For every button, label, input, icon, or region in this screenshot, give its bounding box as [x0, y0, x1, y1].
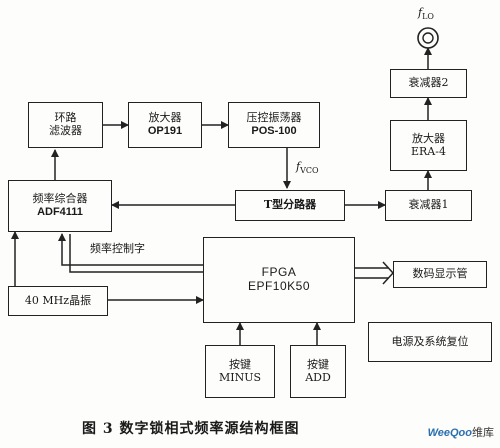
loop-filter-block: 环路 滤波器: [28, 102, 103, 148]
wire-fpga-ctrl-b: [69, 234, 203, 273]
f-lo-subscript: LO: [422, 12, 434, 22]
key-add-name: ADD: [305, 370, 331, 384]
amplifier-op191-model: OP191: [147, 125, 183, 137]
watermark-brand: WeeQoo: [427, 427, 472, 439]
f-lo-symbol: f: [418, 6, 423, 19]
attenuator-1-block: 衰减器1: [385, 190, 472, 221]
frequency-synthesizer-block: 频率综合器 ADF4111: [8, 180, 112, 232]
amplifier-op191-block: 放大器 OP191: [128, 102, 202, 148]
f-vco-label: fVCO: [296, 160, 319, 175]
vco-model: POS-100: [251, 125, 297, 137]
amplifier-op191-label: 放大器: [148, 111, 182, 125]
key-minus-label: 按键: [229, 357, 251, 371]
frequency-control-word-label: 频率控制字: [90, 242, 145, 255]
loop-filter-label: 环路: [54, 111, 77, 125]
power-reset-block: 电源及系统复位: [368, 322, 492, 362]
key-minus-name: MINUS: [218, 370, 262, 384]
amplifier-era4-label: 放大器: [412, 131, 445, 145]
loop-filter-label-2: 滤波器: [49, 124, 82, 137]
key-minus-block: 按键 MINUS: [205, 345, 275, 398]
synthesizer-model: ADF4111: [37, 206, 83, 218]
amplifier-era4-model: ERA-4: [411, 144, 446, 158]
amplifier-era4-block: 放大器 ERA-4: [390, 120, 467, 171]
vco-label: 压控振荡器: [246, 111, 302, 125]
attenuator-1-label: 衰减器1: [408, 198, 449, 212]
power-reset-label: 电源及系统复位: [391, 334, 469, 348]
wire-fpga-ctrl-a: [58, 233, 203, 266]
fpga-label: FPGA: [261, 265, 297, 280]
key-add-label: 按键: [307, 357, 329, 371]
wire-fpga-to-display-head: [382, 261, 395, 285]
f-vco-subscript: VCO: [300, 166, 319, 176]
synthesizer-label: 频率综合器: [32, 192, 88, 206]
f-vco-symbol: f: [296, 160, 301, 173]
attenuator-2-block: 衰减器2: [390, 69, 467, 98]
output-port-symbol: [417, 27, 439, 49]
watermark-logo: WeeQoo维库: [428, 424, 494, 440]
fpga-block: FPGA EPF10K50: [203, 237, 355, 323]
digital-display-block: 数码显示管: [393, 261, 487, 288]
display-label: 数码显示管: [412, 267, 468, 281]
fpga-model: EPF10K50: [247, 279, 311, 293]
watermark-suffix: 维库: [472, 427, 494, 439]
f-lo-label: fLO: [418, 6, 434, 21]
t-splitter-label: T型分路器: [263, 198, 317, 212]
crystal-oscillator-block: 40 MHz晶振: [8, 286, 108, 316]
figure-caption: 图 3 数字锁相式频率源结构框图: [82, 421, 300, 437]
t-splitter-block: T型分路器: [235, 190, 345, 221]
vco-block: 压控振荡器 POS-100: [228, 102, 320, 148]
key-add-block: 按键 ADD: [290, 345, 346, 398]
crystal-label: 40 MHz晶振: [24, 293, 92, 307]
attenuator-2-label: 衰减器2: [408, 76, 449, 90]
